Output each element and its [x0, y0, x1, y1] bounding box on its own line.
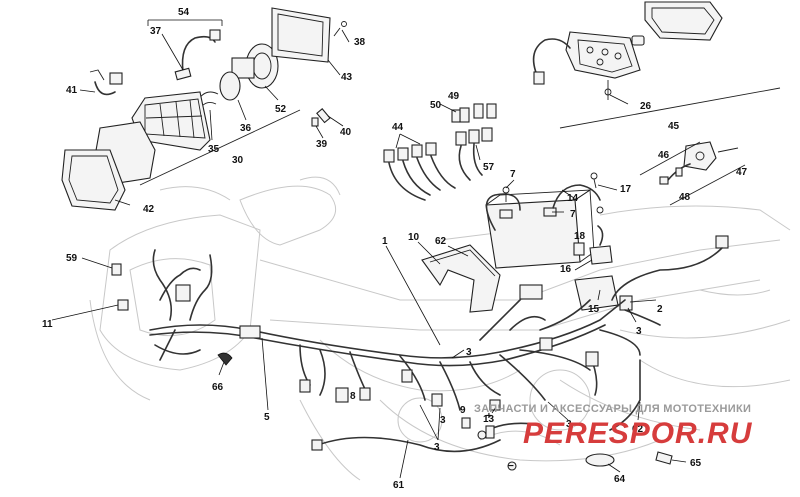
callout-37: 37	[150, 26, 162, 37]
callout-47: 47	[736, 167, 748, 178]
callouts: 54 37 41 38 43 52 36 35 30 40 39 42 26 4…	[42, 7, 748, 491]
callout-15: 15	[588, 304, 600, 315]
callout-3-bottom: 3	[434, 442, 440, 453]
callout-5: 5	[264, 412, 270, 423]
callout-59: 59	[66, 253, 78, 264]
battery-area	[421, 172, 729, 313]
callout-40: 40	[340, 127, 352, 138]
callout-1: 1	[382, 236, 388, 247]
callout-64: 64	[614, 474, 626, 485]
callout-3-middle: 3	[440, 415, 446, 426]
callout-3-right: 3	[636, 326, 642, 337]
callout-42: 42	[143, 204, 155, 215]
watermark: ЗАПЧАСТИ И АКСЕССУАРЫ ДЛЯ МОТОТЕХНИКИ PE…	[474, 403, 753, 450]
callout-36: 36	[240, 123, 252, 134]
callout-18: 18	[574, 231, 586, 242]
callout-49: 49	[448, 91, 460, 102]
minus-symbol: −	[508, 461, 514, 472]
callout-16: 16	[560, 264, 572, 275]
callout-14: 14	[567, 193, 579, 204]
plus-symbol: +	[486, 411, 492, 422]
relay-group	[383, 103, 497, 201]
callout-2: 2	[657, 304, 663, 315]
callout-10: 10	[408, 232, 420, 243]
headlight-group	[61, 7, 347, 211]
callout-62-upper: 62	[435, 236, 447, 247]
callout-38: 38	[354, 37, 366, 48]
callout-65: 65	[690, 458, 702, 469]
watermark-brand: PERESPOR.RU	[523, 417, 753, 450]
callout-3-bottom-right: 3	[566, 419, 572, 430]
callout-26: 26	[640, 101, 652, 112]
callout-30: 30	[232, 155, 244, 166]
taillight-group	[532, 1, 781, 129]
callout-62-lower: 62	[632, 424, 644, 435]
watermark-caption: ЗАПЧАСТИ И АКСЕССУАРЫ ДЛЯ МОТОТЕХНИКИ	[474, 403, 751, 415]
callout-7-lower: 7	[570, 209, 576, 220]
callout-13: 13	[483, 414, 495, 425]
callout-54: 54	[178, 7, 190, 18]
callout-9: 9	[460, 405, 466, 416]
switch-group	[639, 141, 746, 206]
leader-lines	[51, 29, 687, 479]
callout-46: 46	[658, 150, 670, 161]
callout-3-center: 3	[466, 347, 472, 358]
callout-57: 57	[483, 162, 495, 173]
callout-7-upper: 7	[510, 169, 516, 180]
callout-39: 39	[316, 139, 328, 150]
callout-11: 11	[42, 319, 53, 330]
callout-8: 8	[350, 391, 356, 402]
callout-66: 66	[212, 382, 224, 393]
callout-45: 45	[668, 121, 680, 132]
callout-41: 41	[66, 85, 78, 96]
callout-35: 35	[208, 144, 220, 155]
callout-61: 61	[393, 480, 405, 491]
callout-44: 44	[392, 122, 404, 133]
callout-50: 50	[430, 100, 442, 111]
callout-52: 52	[275, 104, 287, 115]
callout-43: 43	[341, 72, 353, 83]
callout-48: 48	[679, 192, 691, 203]
frame-outline	[89, 176, 791, 481]
callout-17: 17	[620, 184, 632, 195]
